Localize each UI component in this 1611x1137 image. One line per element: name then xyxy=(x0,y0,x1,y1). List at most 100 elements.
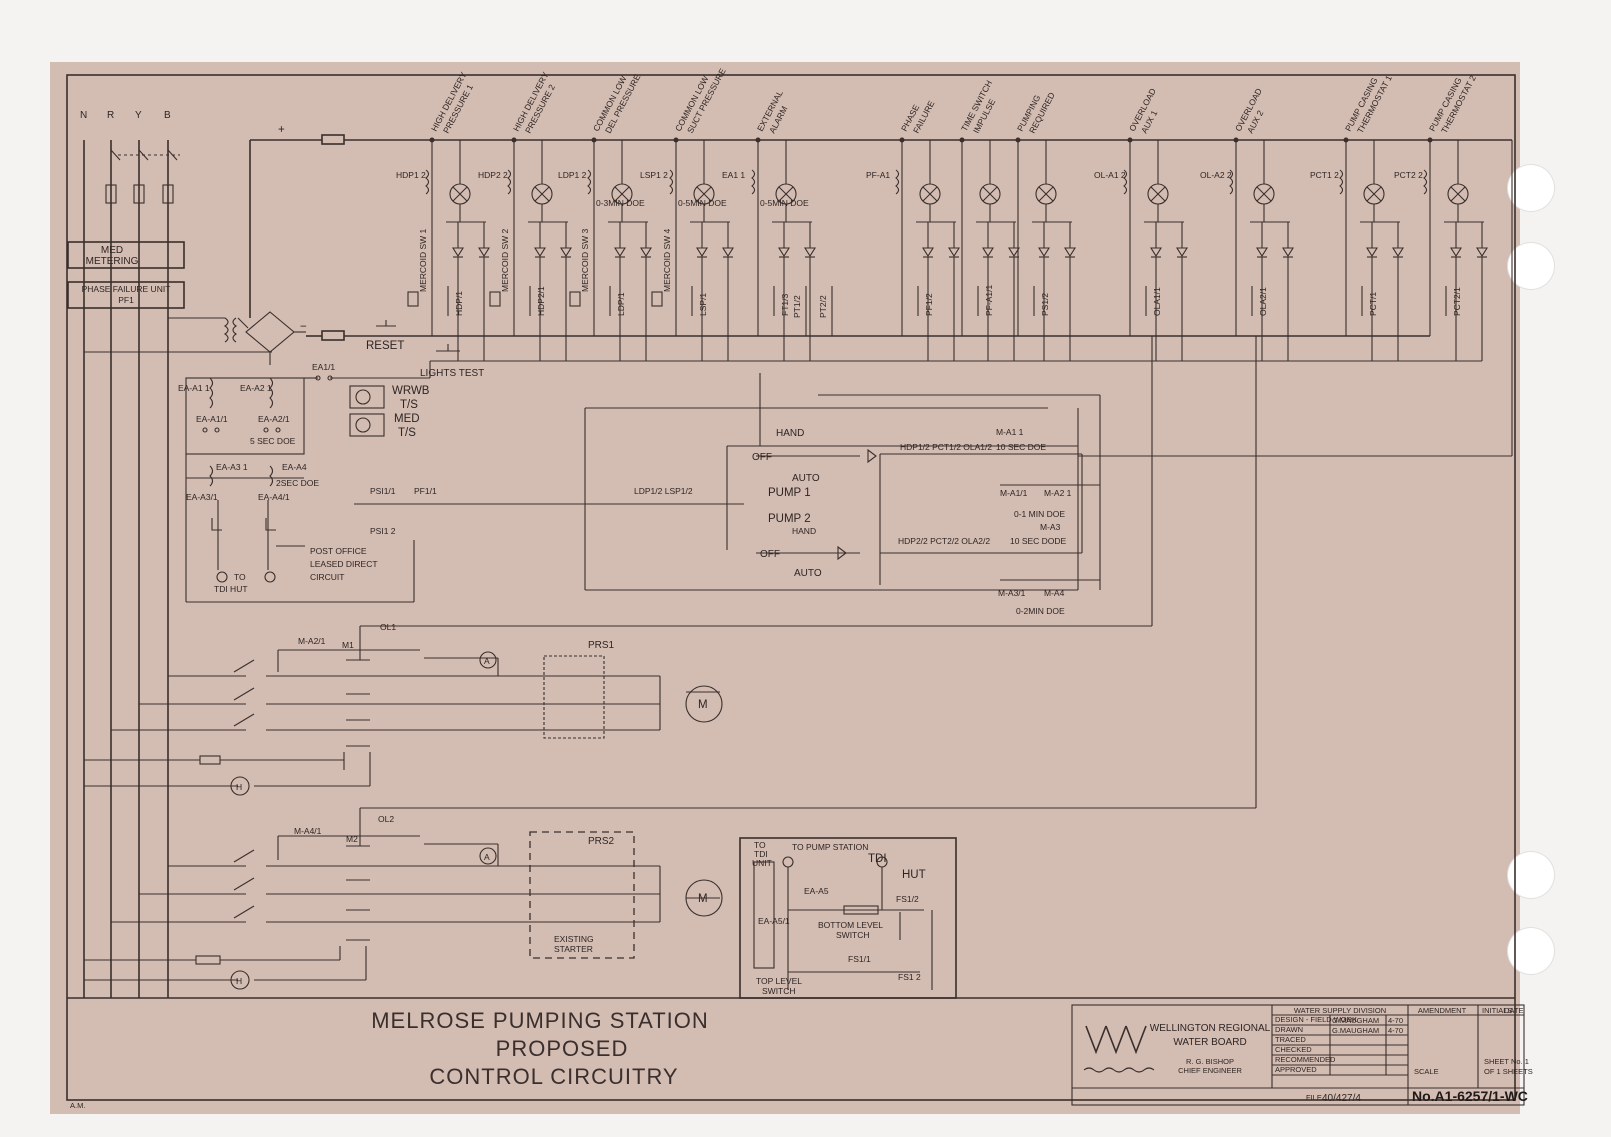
contact-label: PCT/1 xyxy=(1368,292,1378,316)
heater-2: H xyxy=(230,970,250,990)
timer-label: MED xyxy=(394,413,420,425)
diode-icon xyxy=(948,247,960,258)
timer-label: T/S xyxy=(398,427,416,439)
contact-label: M-A2/1 xyxy=(298,636,326,646)
delay-label: 0-5MIN DOE xyxy=(678,198,727,208)
switch-label: MERCOID SW 3 xyxy=(580,228,590,292)
tdi-hut-box xyxy=(739,837,957,999)
diode-icon xyxy=(922,247,934,258)
title-block-row-date: 4-70 xyxy=(1388,1016,1403,1025)
top-level-switch: TOP LEVEL xyxy=(756,976,802,986)
switch-label: OFF xyxy=(752,452,772,463)
org-name: WELLINGTON REGIONAL xyxy=(1150,1023,1271,1034)
diode-icon xyxy=(696,247,708,258)
delay-label: 2SEC DOE xyxy=(276,478,319,488)
tdi-hut-title: TDI xyxy=(868,853,887,865)
to-tdi-unit: TDI xyxy=(754,849,768,859)
initials-label: INITIALS xyxy=(1482,1006,1512,1015)
contact-label: PCT2/1 xyxy=(1452,287,1462,316)
reset-label: RESET xyxy=(366,340,404,352)
diode-icon xyxy=(1150,247,1162,258)
diode-icon xyxy=(982,247,994,258)
selector-pump2[interactable]: PUMP 2 xyxy=(768,513,811,525)
lights-test-button[interactable]: LIGHTS TEST xyxy=(420,344,484,379)
relay-label: OL-A1 2 xyxy=(1094,170,1126,180)
plus-terminal: + xyxy=(278,124,285,136)
relay-label: EA-A3 1 xyxy=(216,462,248,472)
engineer-title: CHIEF ENGINEER xyxy=(1178,1066,1242,1075)
relay-label: PCT1 2 xyxy=(1310,170,1339,180)
coil-label: M1 xyxy=(342,640,354,650)
ammeter-1: A xyxy=(479,651,497,669)
metering-box: MED METERING xyxy=(67,241,185,269)
selector-pump1[interactable]: PUMP 1 xyxy=(768,487,811,499)
motor-symbol: M xyxy=(698,893,708,905)
to-tdi-unit: TO xyxy=(754,840,766,850)
contact-chain-label: HDP2/2 PCT2/2 OLA2/2 xyxy=(898,536,990,546)
switch-label: AUTO xyxy=(792,473,820,484)
motor-circuit-2 xyxy=(84,336,1257,981)
contact-label: EA-A5/1 xyxy=(758,916,790,926)
diode-icon xyxy=(1282,247,1294,258)
diode-icon xyxy=(1038,247,1050,258)
post-office-label: LEASED DIRECT xyxy=(310,559,378,569)
contact-label: HDP/1 xyxy=(454,291,464,316)
starter-label: PRS1 xyxy=(588,640,615,651)
diode-icon xyxy=(560,247,572,258)
relay-label: M-A4 xyxy=(1044,588,1065,598)
amendment-label: AMENDMENT xyxy=(1418,1006,1467,1015)
switch-label: MERCOID SW 1 xyxy=(418,228,428,292)
diode-icon xyxy=(1476,247,1488,258)
existing-starter-label: STARTER xyxy=(554,944,593,954)
title-block-row-label: TRACED xyxy=(1275,1035,1306,1044)
metering-label: METERING xyxy=(86,256,139,267)
to-tdi-label: TO xyxy=(234,572,246,582)
delay-label: 0-5MIN DOE xyxy=(760,198,809,208)
corner-initials: A.M. xyxy=(70,1101,85,1110)
contact-label: PF1/2 xyxy=(924,293,934,316)
contact-label: M-A4/1 xyxy=(294,826,322,836)
contact-label: OLA2/1 xyxy=(1258,287,1268,316)
contact-label: LDP1/2 LSP1/2 xyxy=(634,486,693,496)
phase-label: B xyxy=(164,110,171,121)
diode-icon xyxy=(478,247,490,258)
rectifier-bridge xyxy=(84,311,306,365)
contact-label: M-A1/1 xyxy=(1000,488,1028,498)
diode-icon xyxy=(452,247,464,258)
diode-icon xyxy=(614,247,626,258)
ammeter-symbol: A xyxy=(484,656,490,666)
relay-label: FS1 2 xyxy=(898,972,921,982)
diode-icon xyxy=(640,247,652,258)
starter-label: PRS2 xyxy=(588,836,615,847)
switch-label: MERCOID SW 2 xyxy=(500,228,510,292)
lights-test-label: LIGHTS TEST xyxy=(420,368,484,379)
title-block xyxy=(1071,1004,1525,1106)
delay-label: 0-1 MIN DOE xyxy=(1014,509,1065,519)
negative-bus xyxy=(306,330,1430,341)
relay-label: HDP1 2 xyxy=(396,170,426,180)
title-line: PROPOSED xyxy=(496,1036,629,1061)
switch-label: MERCOID SW 4 xyxy=(662,228,672,292)
relay-label: M-A2 1 xyxy=(1044,488,1072,498)
engineer-name: R. G. BISHOP xyxy=(1186,1057,1234,1066)
switch-label: HAND xyxy=(776,428,804,439)
reset-button[interactable]: RESET xyxy=(366,320,404,352)
title-block-row-name: G.MAUGHAM xyxy=(1332,1016,1379,1025)
pressure-switch-icon xyxy=(489,291,501,307)
tdi-hut-title: HUT xyxy=(902,869,926,881)
pump-control-wiring xyxy=(354,140,1513,591)
delay-label: 10 SEC DODE xyxy=(1010,536,1067,546)
wrwb-logo xyxy=(1083,1025,1155,1073)
relay-label: EA-A5 xyxy=(804,886,829,896)
timer-switch-wrwb: WRWB T/S xyxy=(349,385,430,411)
drawing-number: No.A1-6257/1-WC xyxy=(1412,1088,1528,1104)
phase-failure-label: PHASE FAILURE UNIT xyxy=(82,284,171,294)
contact-label: PT1/2 xyxy=(792,295,802,318)
overload-label: OL2 xyxy=(378,814,394,824)
